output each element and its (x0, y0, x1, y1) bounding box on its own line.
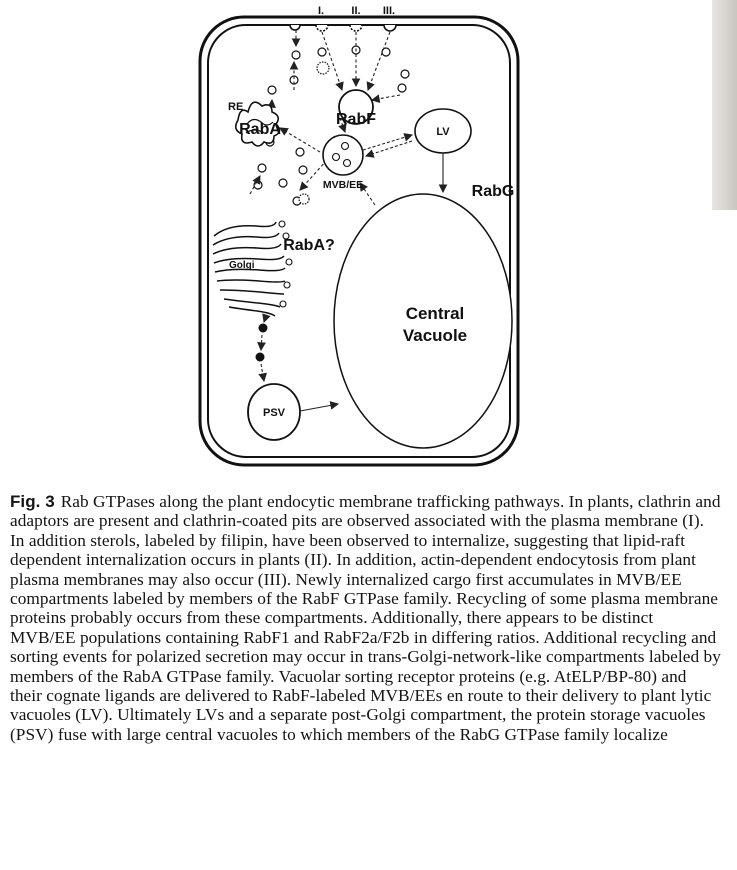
lane-label-i: I. (318, 5, 324, 17)
mvb-ee (323, 135, 363, 175)
lv-label: LV (436, 126, 450, 138)
central-vacuole-label-line2: Vacuole (403, 326, 467, 345)
raba-label: RabA (239, 121, 281, 138)
caption-text: Rab GTPases along the plant endocytic me… (10, 492, 721, 744)
lane-label-iii: III. (383, 5, 395, 17)
mvb-label: MVB/EE (323, 179, 363, 191)
cell-diagram: I. II. III. (0, 0, 737, 480)
psv-label: PSV (263, 407, 286, 419)
central-vacuole-label-line1: Central (406, 304, 465, 323)
rabf-label: RabF (336, 111, 376, 128)
rabg-label: RabG (472, 183, 515, 200)
mvb-lv-arrows (363, 135, 412, 156)
raba-question-label: RabA? (283, 237, 335, 254)
re-label: RE (228, 101, 243, 113)
lane-label-ii: II. (351, 5, 360, 17)
psv-to-vacuole-arrow (300, 404, 338, 411)
golgi-label: Golgi (229, 260, 255, 271)
figure-label: Fig. 3 (10, 492, 55, 511)
